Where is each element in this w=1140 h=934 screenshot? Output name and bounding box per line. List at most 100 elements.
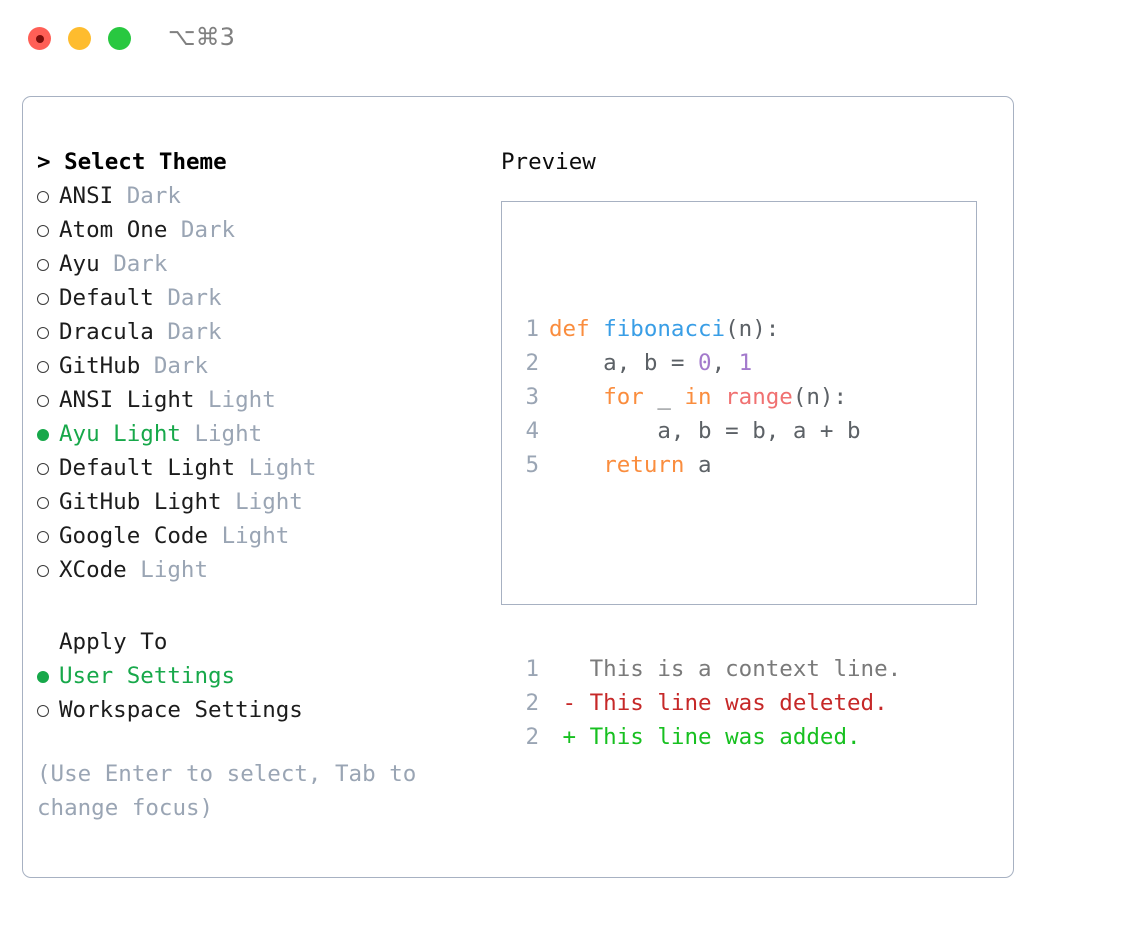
theme-option-label: GitHub: [59, 353, 154, 379]
apply-to-heading: Apply To: [37, 625, 497, 659]
theme-option-xcode[interactable]: XCode Light: [37, 553, 497, 587]
line-number: 2: [525, 690, 539, 716]
theme-option-tag: Dark: [126, 183, 181, 209]
maximize-button[interactable]: [108, 27, 131, 50]
radio-unselected-icon: [37, 451, 59, 485]
line-number: 5: [525, 452, 539, 478]
diff-line-text: This is a context line.: [549, 656, 902, 682]
theme-option-atom-one[interactable]: Atom One Dark: [37, 213, 497, 247]
apply-to-option-user-settings[interactable]: User Settings: [37, 659, 497, 693]
radio-glyph: [37, 191, 49, 203]
code-token: [549, 384, 603, 410]
code-token: 0: [698, 350, 712, 376]
code-line: 2 a, b = 0, 1: [517, 346, 901, 380]
code-line: 4 a, b = b, a + b: [517, 414, 901, 448]
line-number: 2: [525, 724, 539, 750]
theme-option-ansi-light[interactable]: ANSI Light Light: [37, 383, 497, 417]
theme-option-label: GitHub Light: [59, 489, 236, 515]
theme-option-tag: Light: [140, 557, 209, 583]
radio-unselected-icon: [37, 349, 59, 383]
diff-lines: 1 This is a context line.2 - This line w…: [517, 652, 901, 754]
apply-to-option-label: Workspace Settings: [59, 697, 303, 723]
radio-glyph: [37, 293, 49, 305]
radio-unselected-icon: [37, 553, 59, 587]
radio-unselected-icon: [37, 693, 59, 727]
code-token: for: [603, 384, 644, 410]
code-token: _: [643, 384, 685, 410]
theme-option-label: XCode: [59, 557, 141, 583]
apply-to-option-workspace-settings[interactable]: Workspace Settings: [37, 693, 497, 727]
line-number: 3: [525, 384, 539, 410]
radio-unselected-icon: [37, 383, 59, 417]
radio-unselected-icon: [37, 179, 59, 213]
radio-unselected-icon: [37, 213, 59, 247]
code-token: a, b = b, a + b: [549, 418, 861, 444]
theme-option-tag: Dark: [153, 353, 209, 379]
theme-option-github-light[interactable]: GitHub Light Light: [37, 485, 497, 519]
select-theme-heading: > Select Theme: [37, 149, 227, 175]
preview-title: Preview: [501, 149, 596, 175]
code-token: return: [603, 452, 685, 478]
code-token: ,: [711, 350, 739, 376]
code-token: in: [684, 384, 712, 410]
theme-option-label: Default: [59, 285, 168, 311]
theme-option-label: ANSI Light: [59, 387, 209, 413]
theme-option-tag: Dark: [113, 251, 168, 277]
radio-glyph: [37, 259, 49, 271]
theme-option-dracula[interactable]: Dracula Dark: [37, 315, 497, 349]
theme-option-default[interactable]: Default Dark: [37, 281, 497, 315]
line-number: 4: [525, 418, 539, 444]
code-token: fibonacci: [603, 316, 726, 342]
code-token: range: [725, 384, 793, 410]
radio-glyph: [37, 531, 49, 543]
theme-option-ayu-light[interactable]: Ayu Light Light: [37, 417, 497, 451]
radio-glyph: [37, 395, 49, 407]
theme-option-tag: Light: [221, 523, 290, 549]
theme-option-label: Ayu: [59, 251, 114, 277]
apply-to-indent: [37, 625, 59, 659]
diff-line-text: + This line was added.: [549, 724, 861, 750]
radio-glyph: [37, 225, 49, 237]
code-gap: [517, 550, 901, 584]
minimize-button[interactable]: [68, 27, 91, 50]
theme-option-tag: Light: [208, 387, 276, 413]
code-token: (n):: [792, 384, 848, 410]
code-token: [590, 316, 604, 342]
line-number: 1: [525, 656, 539, 682]
theme-option-ansi[interactable]: ANSI Dark: [37, 179, 497, 213]
radio-unselected-icon: [37, 315, 59, 349]
theme-option-label: ANSI: [59, 183, 127, 209]
radio-unselected-icon: [37, 519, 59, 553]
close-button[interactable]: [28, 27, 51, 50]
theme-option-github[interactable]: GitHub Dark: [37, 349, 497, 383]
theme-option-tag: Dark: [167, 285, 222, 311]
radio-selected-icon: [37, 659, 59, 693]
theme-option-label: Google Code: [59, 523, 222, 549]
radio-unselected-icon: [37, 281, 59, 315]
window-title: ⌥⌘3: [168, 23, 235, 51]
code-token: 1: [738, 350, 753, 376]
theme-option-tag: Dark: [180, 217, 236, 243]
diff-line-add: 2 + This line was added.: [517, 720, 901, 754]
radio-glyph: [37, 671, 49, 683]
apply-to-heading-label: Apply To: [59, 629, 168, 655]
theme-option-google-code[interactable]: Google Code Light: [37, 519, 497, 553]
code-line: 3 for _ in range(n):: [517, 380, 901, 414]
theme-option-default-light[interactable]: Default Light Light: [37, 451, 497, 485]
theme-option-label: Default Light: [59, 455, 249, 481]
title-bar: ⌥⌘3: [0, 0, 1140, 78]
line-number: 2: [525, 350, 539, 376]
line-number: 1: [525, 316, 539, 342]
theme-option-label: Dracula: [59, 319, 168, 345]
theme-option-ayu[interactable]: Ayu Dark: [37, 247, 497, 281]
radio-glyph: [37, 361, 49, 373]
theme-option-label: Atom One: [59, 217, 181, 243]
